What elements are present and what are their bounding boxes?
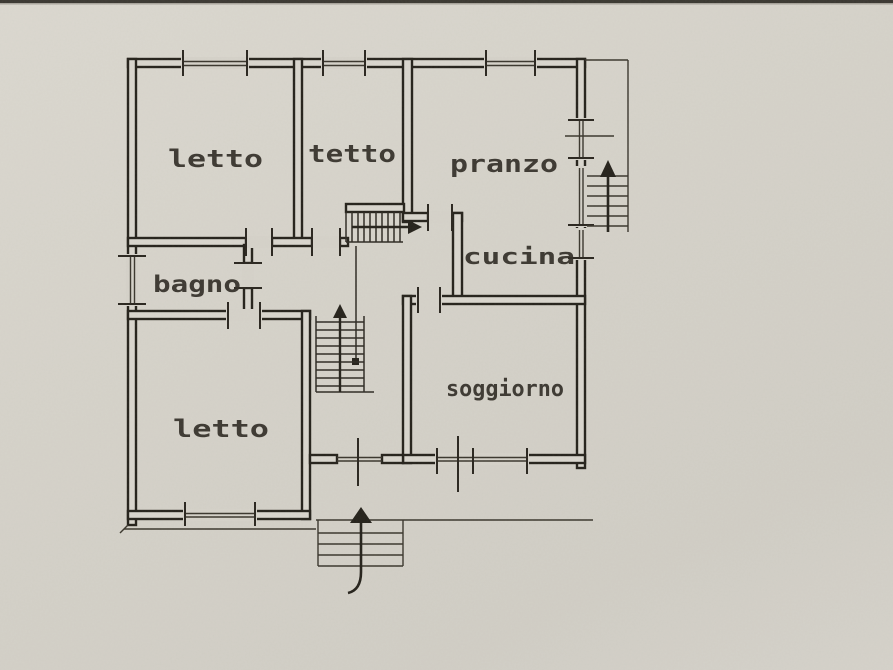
room-label-bagno: bagno [153, 272, 241, 298]
scan-edge [0, 0, 893, 5]
external-right-stairs [585, 59, 629, 232]
room-label-tetto: tetto [308, 140, 396, 168]
room-labels: letto tetto pranzo cucina bagno letto so… [153, 140, 575, 443]
room-label-cucina: cucina [463, 245, 575, 270]
external-bottom-stairs [119, 519, 593, 567]
room-label-pranzo: pranzo [450, 150, 558, 178]
internal-lower-stairs-up-arrow-icon [333, 304, 347, 392]
room-label-soggiorno: soggiorno [446, 377, 564, 402]
room-label-letto-top: letto [168, 145, 263, 173]
room-label-letto-bottom: letto [173, 415, 269, 443]
internal-lower-stairs [315, 316, 374, 393]
